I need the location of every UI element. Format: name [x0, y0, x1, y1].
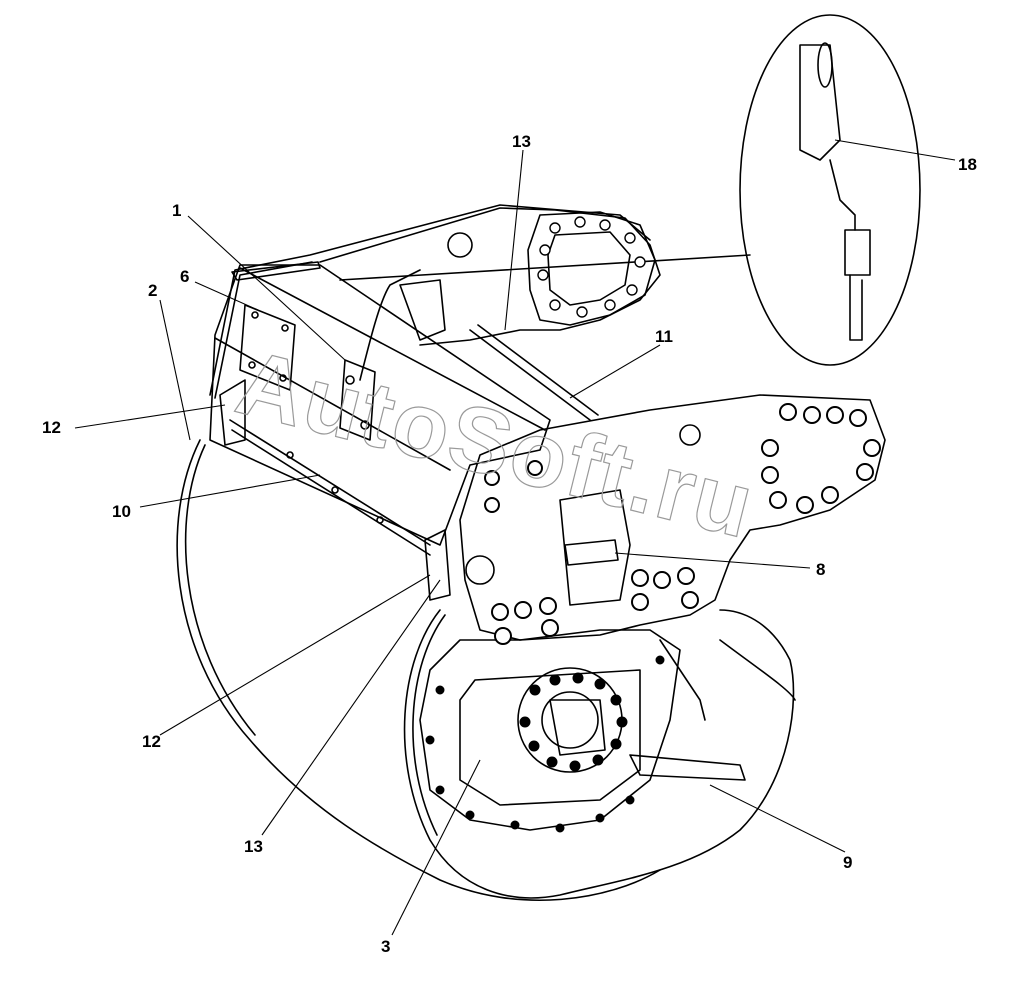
callout-11: 11 — [655, 327, 673, 346]
callout-12-top: 12 — [42, 418, 61, 437]
leader-2 — [159, 299, 191, 441]
leader-1 — [187, 215, 346, 361]
watermark-text: AutoSoft.ru — [227, 331, 764, 558]
leader-13-bottom — [261, 579, 441, 836]
side-plate-hole — [679, 424, 701, 446]
leader-3 — [391, 759, 481, 936]
plate-window — [559, 489, 631, 606]
cover-plate — [239, 304, 296, 391]
callout-3: 3 — [381, 937, 390, 956]
cable — [359, 269, 421, 381]
detail-circle — [739, 14, 921, 366]
callout-13-bottom: 13 — [244, 837, 263, 856]
side-plate — [459, 394, 886, 641]
scraper — [629, 754, 746, 781]
plate-hole — [447, 232, 473, 258]
leader-18 — [834, 139, 956, 161]
leader-12-bottom — [159, 574, 431, 736]
detail-lever — [799, 44, 841, 161]
front-drum — [403, 609, 795, 899]
linkage-rod — [469, 329, 591, 421]
rear-plate — [319, 207, 661, 346]
callout-12-bottom: 12 — [142, 732, 161, 751]
leader-11 — [569, 344, 661, 399]
callout-8: 8 — [816, 560, 825, 579]
callout-18: 18 — [958, 155, 977, 174]
leader-12-top — [74, 404, 226, 429]
callout-1: 1 — [172, 201, 181, 220]
triangular-bracket — [527, 211, 656, 326]
callout-6: 6 — [180, 267, 189, 286]
leader-6 — [194, 281, 259, 311]
bottom-rail — [229, 419, 431, 546]
leader-13-top — [504, 149, 524, 331]
leader-8 — [614, 552, 811, 569]
detail-leader — [339, 254, 751, 281]
leader-10 — [139, 474, 321, 508]
callout-13-top: 13 — [512, 132, 531, 151]
hub — [517, 667, 623, 773]
frame-top-rail — [209, 204, 651, 396]
main-beam — [209, 264, 551, 546]
leader-9 — [709, 784, 846, 853]
callout-9: 9 — [843, 853, 852, 872]
callout-2: 2 — [148, 281, 157, 300]
drum-outline-inner — [184, 444, 256, 736]
drum-outline — [176, 439, 661, 901]
drum-flange — [419, 629, 681, 831]
callout-10: 10 — [112, 502, 131, 521]
